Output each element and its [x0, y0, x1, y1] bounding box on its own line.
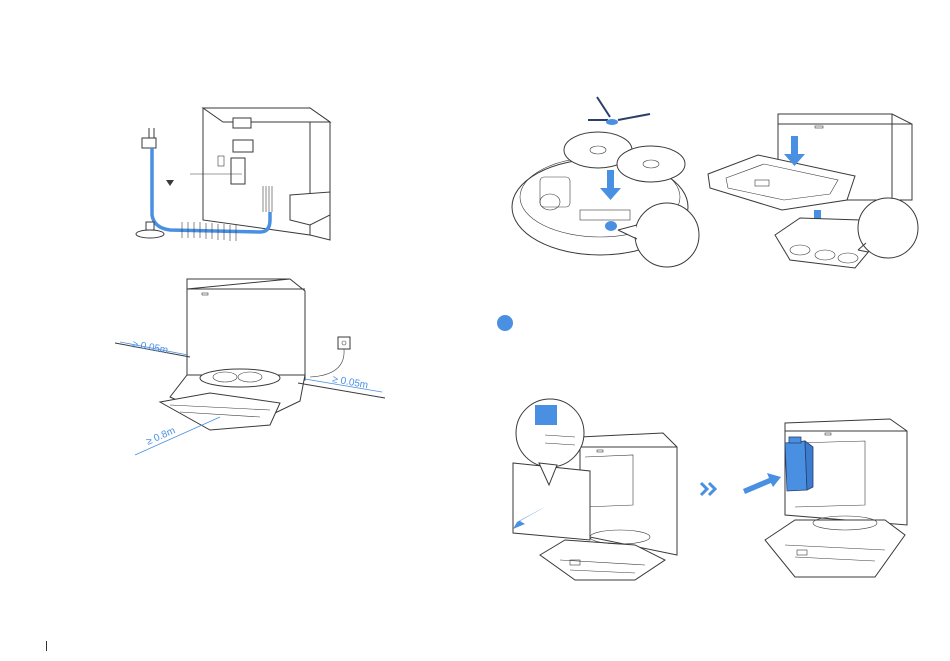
robot-mop-installation-illustration — [500, 92, 705, 272]
tank-insertion-illustration — [735, 405, 925, 585]
water-connection-illustration — [130, 100, 340, 250]
clearance-left-label: ≥ 0.05m — [131, 339, 168, 356]
next-step-icon — [698, 480, 720, 498]
step-marker-icon — [496, 314, 514, 332]
placement-clearance-illustration: ≥ 0.05m ≥ 0.05m ≥ 0.8m — [110, 265, 400, 465]
cleaning-tray-installation-illustration — [700, 100, 925, 275]
clearance-front-label: ≥ 0.8m — [145, 425, 177, 447]
clearance-right-label: ≥ 0.05m — [331, 374, 368, 391]
tank-removal-illustration — [505, 395, 700, 585]
page-edge-mark — [46, 641, 47, 651]
